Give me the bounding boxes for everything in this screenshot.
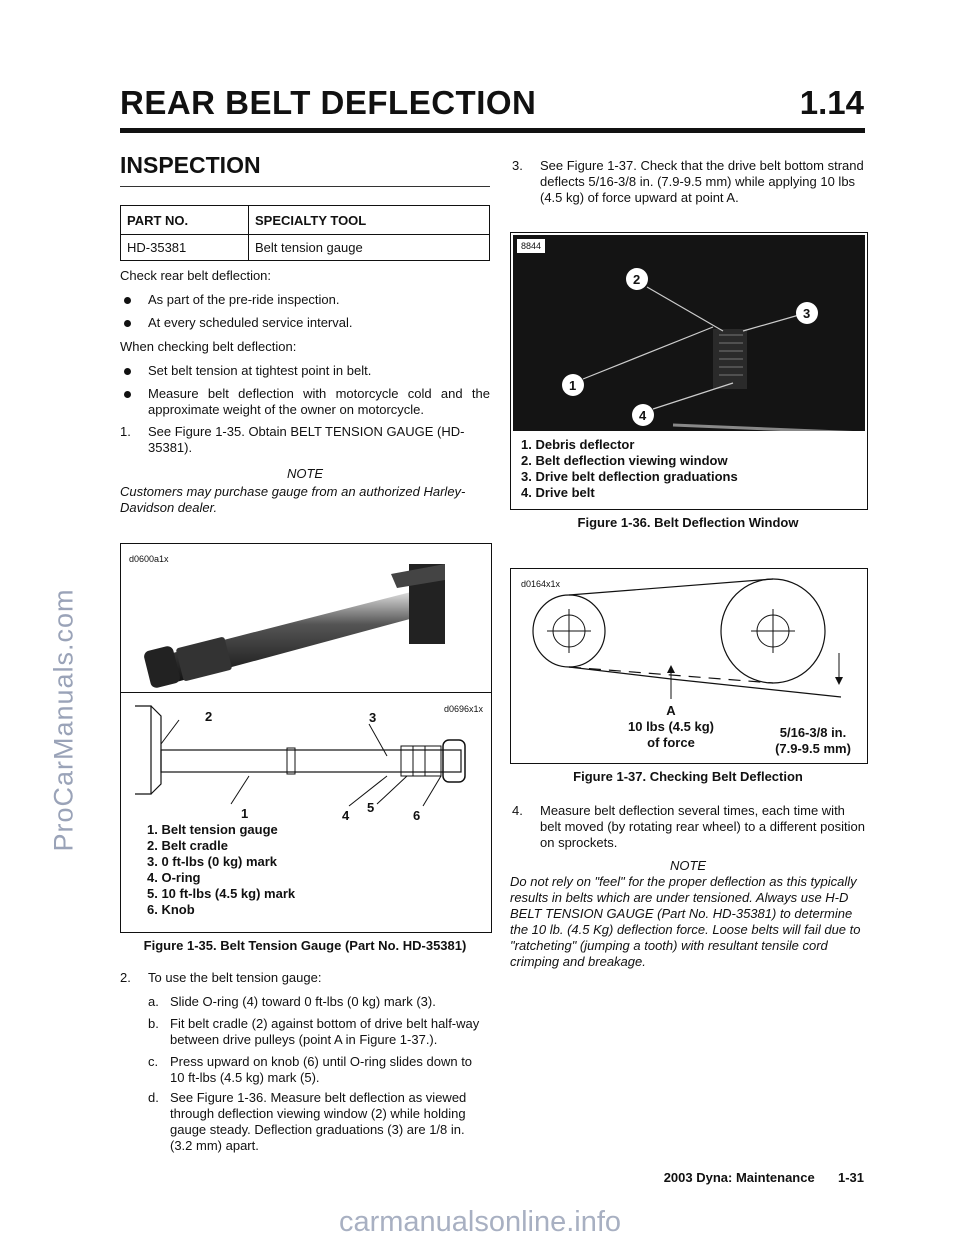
footer-text: 2003 Dyna: Maintenance	[663, 1170, 815, 1185]
when-bullet: Measure belt deflection with motorcycle …	[148, 386, 490, 417]
step-1-number: 1.	[120, 424, 131, 439]
step-3-text: See Figure 1-37. Check that the drive be…	[540, 158, 864, 205]
page-title: REAR BELT DEFLECTION	[120, 84, 537, 121]
substep-letter: b.	[148, 1016, 159, 1031]
gauge-photo	[144, 564, 445, 688]
substep-letter: a.	[148, 994, 159, 1009]
when-bullet: Set belt tension at tightest point in be…	[148, 363, 372, 378]
bottom-watermark: carmanualsonline.info	[338, 1206, 622, 1238]
figure-1-37: d0164x1x A 10 lbs (4.5 kg) of force 5/16…	[510, 568, 868, 764]
gauge-diagram	[135, 705, 466, 807]
table-cell-tool-name: Belt tension gauge	[248, 234, 490, 261]
step-3-number: 3.	[512, 158, 523, 173]
belt-window-photo: 8844	[513, 235, 865, 431]
heading-rule	[120, 186, 490, 187]
check-bullet: As part of the pre-ride inspection.	[148, 292, 340, 307]
step-4-number: 4.	[512, 803, 523, 818]
step-4-text: Measure belt deflection several times, e…	[540, 803, 865, 850]
figure-1-35: d0600a1x d0696x1x 2 3 1 4 5 6 1. Be	[120, 543, 492, 933]
deflection-label: 5/16-3/8 in.	[779, 725, 847, 740]
figure-caption: Figure 1-37. Checking Belt Deflection	[573, 769, 803, 784]
side-watermark: ProCarManuals.com	[48, 588, 79, 852]
table-cell-part-no: HD-35381	[120, 234, 249, 261]
legend-item: 3. 0 ft-lbs (0 kg) mark	[147, 854, 278, 869]
table-row: HD-35381 Belt tension gauge	[120, 234, 490, 261]
figure-id: d0164x1x	[521, 579, 561, 589]
belt-deflection-diagram	[532, 578, 843, 699]
step-2-intro: To use the belt tension gauge:	[148, 970, 322, 985]
bullet-dot	[124, 391, 131, 398]
svg-text:8844: 8844	[521, 241, 541, 251]
photo-callout-1: 1	[569, 378, 577, 393]
deflection-mm-label: (7.9-9.5 mm)	[775, 741, 851, 756]
photo-callout-4: 4	[639, 408, 647, 423]
table-header-part-no: PART NO.	[120, 205, 249, 235]
force-label: 10 lbs (4.5 kg)	[628, 719, 714, 734]
legend-item: 2. Belt deflection viewing window	[521, 453, 728, 468]
check-intro: Check rear belt deflection:	[120, 268, 272, 283]
page-number: 1-31	[837, 1170, 864, 1185]
section-number: 1.14	[799, 84, 864, 121]
figure-1-36: 8844 2 1 3 4 1. Debris deflector 2. Belt…	[510, 232, 868, 510]
callout-2: 2	[205, 709, 213, 724]
legend-item: 6. Knob	[147, 902, 195, 917]
check-bullet: At every scheduled service interval.	[148, 315, 353, 330]
substep-letter: c.	[148, 1054, 159, 1069]
step-1-text: See Figure 1-35. Obtain BELT TENSION GAU…	[148, 424, 465, 455]
bullet-dot	[124, 297, 131, 304]
callout-4: 4	[342, 808, 350, 823]
legend-item: 2. Belt cradle	[147, 838, 228, 853]
note-label: NOTE	[286, 466, 324, 481]
legend-item: 3. Drive belt deflection graduations	[521, 469, 738, 484]
figure-caption: Figure 1-35. Belt Tension Gauge (Part No…	[143, 938, 467, 953]
figure-legend: 1. Belt tension gauge 2. Belt cradle 3. …	[147, 822, 295, 918]
substep-letter: d.	[148, 1090, 159, 1105]
note-label: NOTE	[669, 858, 707, 873]
figure-divider	[121, 692, 491, 693]
legend-item: 1. Belt tension gauge	[147, 822, 278, 837]
bullet-dot	[124, 320, 131, 327]
legend-item: 4. Drive belt	[521, 485, 595, 500]
inspection-heading: INSPECTION	[120, 152, 261, 178]
bullet-dot	[124, 368, 131, 375]
photo-callout-3: 3	[803, 306, 811, 321]
figure-caption: Figure 1-36. Belt Deflection Window	[577, 515, 799, 530]
page-footer: 2003 Dyna: Maintenance 1-31	[664, 1170, 864, 1185]
figure-legend: 1. Debris deflector 2. Belt deflection v…	[521, 437, 738, 501]
figure-id: d0696x1x	[443, 704, 483, 714]
figure-id: d0600a1x	[129, 554, 169, 564]
point-a-label: A	[666, 703, 676, 718]
legend-item: 4. O-ring	[147, 870, 201, 885]
table-header-specialty-tool: SPECIALTY TOOL	[248, 205, 490, 235]
note-text: Customers may purchase gauge from an aut…	[120, 484, 466, 515]
photo-callout-2: 2	[633, 272, 641, 287]
legend-item: 1. Debris deflector	[521, 437, 635, 452]
specialty-tool-table: PART NO. SPECIALTY TOOL HD-35381 Belt te…	[120, 205, 490, 261]
force-label-2: of force	[647, 735, 695, 750]
header-rule	[120, 128, 865, 133]
step-2-number: 2.	[120, 970, 131, 985]
substep-text: Slide O-ring (4) toward 0 ft-lbs (0 kg) …	[170, 994, 436, 1009]
callout-1: 1	[241, 806, 249, 821]
note-text: Do not rely on "feel" for the proper def…	[510, 874, 861, 969]
when-intro: When checking belt deflection:	[120, 339, 297, 354]
callout-5: 5	[367, 800, 375, 815]
callout-3: 3	[369, 710, 377, 725]
substep-text: Fit belt cradle (2) against bottom of dr…	[170, 1016, 480, 1047]
substep-text: See Figure 1-36. Measure belt deflection…	[170, 1090, 467, 1153]
legend-item: 5. 10 ft-lbs (4.5 kg) mark	[147, 886, 296, 901]
substep-text: Press upward on knob (6) until O-ring sl…	[170, 1054, 473, 1085]
callout-6: 6	[413, 808, 421, 823]
